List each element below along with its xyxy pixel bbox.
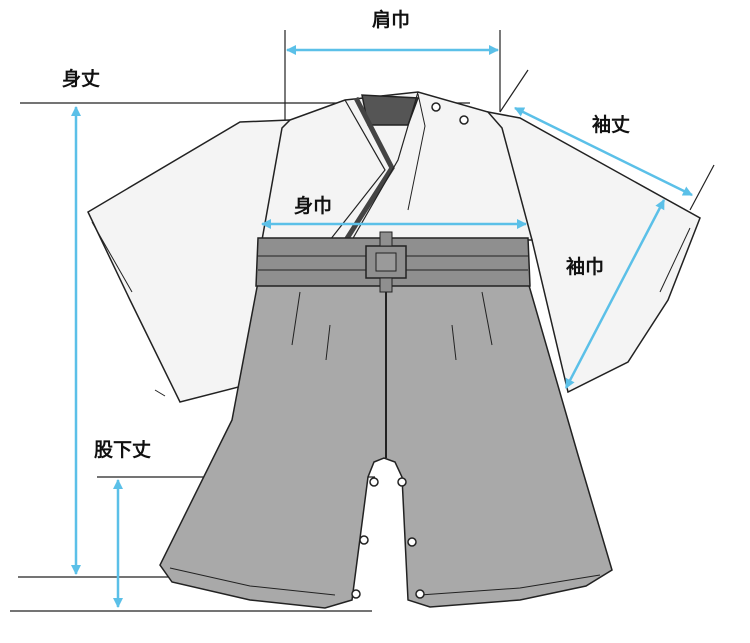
sleeve-width-label: 袖巾 bbox=[566, 256, 605, 278]
kimono-top bbox=[261, 91, 533, 242]
sleeve-length-label: 袖丈 bbox=[592, 114, 631, 136]
waist-belt bbox=[255, 231, 531, 293]
measurement-arrows bbox=[71, 45, 693, 608]
inseam-label: 股下丈 bbox=[94, 439, 152, 461]
body-length-label: 身丈 bbox=[62, 68, 101, 90]
shoulder-width-label: 肩巾 bbox=[372, 9, 411, 31]
body-width-label: 身巾 bbox=[294, 195, 333, 217]
hakama-pants bbox=[159, 281, 613, 609]
sleeve-length-arrow bbox=[514, 106, 693, 197]
sleeve-width-arrow bbox=[564, 199, 666, 389]
